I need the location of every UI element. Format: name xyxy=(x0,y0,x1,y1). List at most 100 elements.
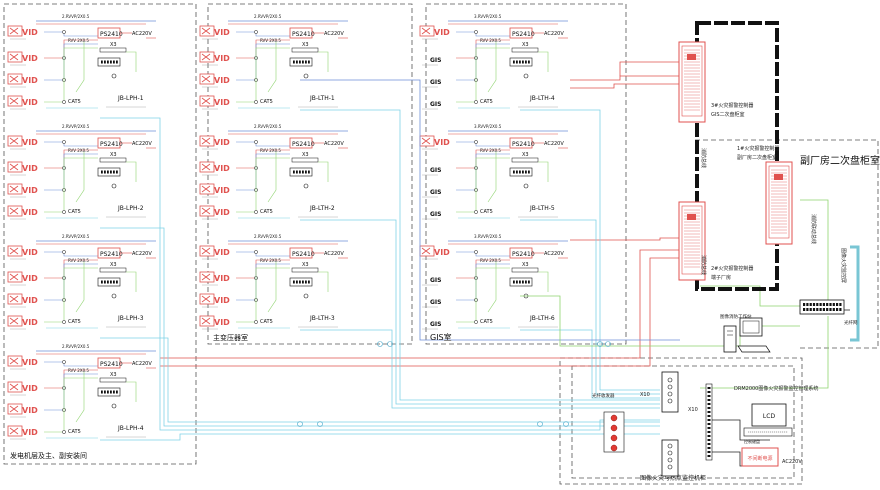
ac-supply-label: AC220V xyxy=(132,361,152,367)
converter-icon xyxy=(289,57,313,67)
cat5-label: CAT5 xyxy=(260,99,273,105)
video-detector[interactable]: VID xyxy=(7,161,38,173)
video-detector[interactable]: VID xyxy=(7,25,38,37)
camera-icon xyxy=(419,25,435,37)
video-detector[interactable]: VID xyxy=(199,95,230,107)
cable-spec-label: RVV 2X0.5 xyxy=(68,368,89,373)
controller-1-label: 1#火灾报警控制器 xyxy=(737,145,779,152)
cat5-label: CAT5 xyxy=(260,209,273,215)
vid-label: VID xyxy=(214,138,230,147)
power-supply-module[interactable]: PS2410 xyxy=(97,137,123,149)
power-supply-module[interactable]: PS2410 xyxy=(289,27,315,39)
cat5-label: CAT5 xyxy=(68,429,81,435)
vid-label: VID xyxy=(434,28,450,37)
power-supply-module[interactable]: PS2410 xyxy=(97,27,123,39)
cable-connector-loops xyxy=(297,341,611,427)
box-id-label: JB-LTH-6 xyxy=(529,315,555,322)
keyboard-icon xyxy=(737,345,771,353)
video-detector[interactable]: GIS xyxy=(430,167,441,174)
video-detector[interactable]: GIS xyxy=(430,211,441,218)
video-detector[interactable]: VID xyxy=(199,73,230,85)
video-cable xyxy=(300,329,660,409)
video-detector[interactable]: VID xyxy=(199,271,230,283)
video-detector[interactable]: VID xyxy=(7,183,38,195)
video-detector[interactable]: VID xyxy=(199,51,230,63)
video-detector[interactable]: VID xyxy=(7,425,38,437)
video-detector[interactable]: VID xyxy=(7,135,38,147)
patch-panel[interactable] xyxy=(705,383,713,461)
video-matrix-lower[interactable] xyxy=(661,439,679,477)
video-detector[interactable]: VID xyxy=(7,355,38,367)
video-detector[interactable]: VID xyxy=(7,245,38,257)
video-detector[interactable]: VID xyxy=(7,73,38,85)
video-detector[interactable]: VID xyxy=(419,25,450,37)
video-detector[interactable]: VID xyxy=(7,271,38,283)
gis-tag: GIS xyxy=(430,79,441,86)
video-detector[interactable]: VID xyxy=(7,315,38,327)
video-detector[interactable]: VID xyxy=(199,293,230,305)
power-supply-module[interactable]: PS2410 xyxy=(97,247,123,259)
power-supply-module[interactable]: PS2410 xyxy=(289,247,315,259)
indicator-icon xyxy=(523,183,529,189)
video-detector[interactable]: VID xyxy=(199,245,230,257)
video-detector[interactable]: VID xyxy=(419,135,450,147)
camera-icon xyxy=(7,271,23,283)
video-detector[interactable]: GIS xyxy=(430,79,441,86)
terminal-strip-icon xyxy=(291,157,319,163)
video-detector[interactable]: GIS xyxy=(430,57,441,64)
vid-label: VID xyxy=(214,28,230,37)
power-supply-module[interactable]: PS2410 xyxy=(509,247,535,259)
ups-unit[interactable]: 不间断电源 xyxy=(741,447,779,467)
video-detector[interactable]: VID xyxy=(199,25,230,37)
video-detector[interactable]: VID xyxy=(419,245,450,257)
video-detector[interactable]: VID xyxy=(7,205,38,217)
video-detector[interactable]: GIS xyxy=(430,189,441,196)
lcd-monitor[interactable]: LCD xyxy=(743,403,793,437)
cable-spec-label: RVV 2X0.5 xyxy=(260,148,281,153)
power-supply-module[interactable]: PS2410 xyxy=(289,137,315,149)
gis-tag: GIS xyxy=(430,57,441,64)
video-detector[interactable]: VID xyxy=(7,95,38,107)
power-supply-module[interactable]: PS2410 xyxy=(509,27,535,39)
patch-panel-icon xyxy=(705,383,713,461)
network-switch[interactable] xyxy=(799,299,845,315)
controller-3-sublabel: GIS二次盘柜室 xyxy=(711,111,745,118)
video-detector[interactable]: VID xyxy=(199,183,230,195)
video-detector[interactable]: VID xyxy=(199,161,230,173)
power-supply-module[interactable]: PS2410 xyxy=(97,357,123,369)
knob-icon xyxy=(667,391,673,397)
box-id-label: JB-LTH-5 xyxy=(529,205,555,212)
video-detector[interactable]: VID xyxy=(199,205,230,217)
video-detector[interactable]: VID xyxy=(7,403,38,415)
ps-label: PS2410 xyxy=(100,31,123,38)
power-supply-module[interactable]: PS2410 xyxy=(509,137,535,149)
monitoring-wall xyxy=(850,245,860,342)
fire-workstation[interactable] xyxy=(723,317,771,353)
video-detector[interactable]: GIS xyxy=(430,299,441,306)
switch-ports xyxy=(803,303,842,311)
video-detector[interactable]: VID xyxy=(7,51,38,63)
gis-region-frame xyxy=(425,3,627,345)
video-detector[interactable]: VID xyxy=(199,315,230,327)
video-detector[interactable]: VID xyxy=(7,381,38,393)
camera-icon xyxy=(199,183,215,195)
video-detector[interactable]: GIS xyxy=(430,101,441,108)
video-detector[interactable]: VID xyxy=(7,293,38,305)
video-detector[interactable]: GIS xyxy=(430,277,441,284)
video-detector[interactable]: GIS xyxy=(430,321,441,328)
ac-supply-label: AC220V xyxy=(132,31,152,37)
video-matrix-upper[interactable] xyxy=(661,371,679,413)
ac-supply-label: AC220V xyxy=(324,31,344,37)
converter-icon xyxy=(289,277,313,287)
video-detector[interactable]: VID xyxy=(199,135,230,147)
